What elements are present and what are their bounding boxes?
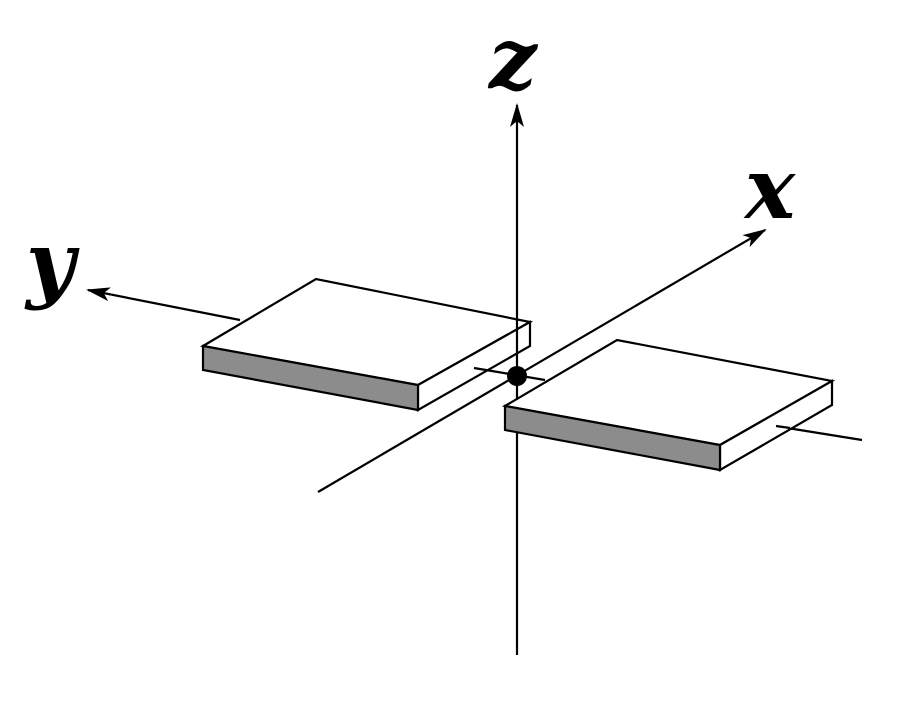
left-plate — [199, 277, 534, 412]
origin-point — [507, 366, 527, 386]
y-axis-right-stub — [775, 424, 791, 430]
x-axis — [317, 228, 767, 493]
y-axis-left — [86, 287, 241, 322]
right-plate-front — [503, 404, 722, 472]
z-axis-label: z — [487, 9, 539, 108]
y-axis-label: y — [24, 213, 80, 312]
x-axis-label: x — [743, 139, 796, 238]
left-plate-front — [201, 344, 420, 412]
right-plate — [501, 338, 836, 472]
